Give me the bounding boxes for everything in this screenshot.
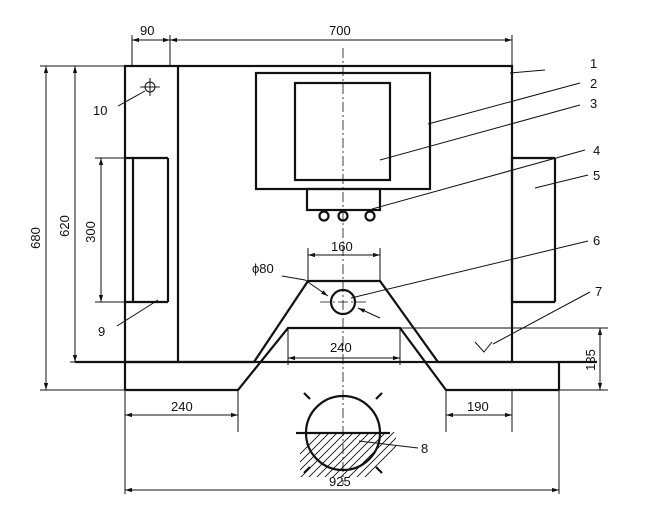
phi80-leader	[281, 275, 329, 297]
dim-700-text: 700	[329, 23, 351, 38]
marker-10	[141, 78, 159, 96]
dim-680-text: 680	[28, 227, 43, 249]
base-profile	[75, 279, 597, 392]
dim-925-text: 925	[329, 474, 351, 489]
outer-wall	[123, 64, 514, 364]
phi80-arrow-right	[357, 307, 381, 319]
level-symbol	[474, 341, 493, 353]
sump	[296, 392, 396, 477]
callout-3: 3	[590, 96, 597, 111]
floor-top-line	[75, 279, 597, 364]
dimension-texts: 90 700 680 620 300 160 ϕ80 240 135 240 1…	[28, 23, 598, 489]
callout-6: 6	[593, 233, 600, 248]
callout-4: 4	[593, 143, 600, 158]
callout-2: 2	[590, 76, 597, 91]
dim-620-text: 620	[57, 215, 72, 237]
callout-numbers: 1 2 3 4 5 6 7 8 9 10	[93, 56, 602, 456]
cabinet-base	[305, 187, 382, 212]
wall-outline	[123, 64, 514, 364]
callout-7: 7	[595, 284, 602, 299]
floor-bottom-line	[125, 326, 559, 392]
window-left	[125, 156, 170, 304]
dim-190-text: 190	[467, 399, 489, 414]
dim-240-mid-text: 240	[330, 340, 352, 355]
callout-9: 9	[98, 324, 105, 339]
callout-8: 8	[421, 441, 428, 456]
callout-10: 10	[93, 103, 107, 118]
wheel-right	[364, 210, 376, 222]
cabinet-panel	[293, 81, 392, 182]
callout-1: 1	[590, 56, 597, 71]
callout-leaders	[116, 69, 591, 449]
callout-5: 5	[593, 168, 600, 183]
dimension-lines	[43, 37, 603, 493]
dim-240-bottom-text: 240	[171, 399, 193, 414]
dim-300-text: 300	[83, 221, 98, 243]
dim-90-text: 90	[140, 23, 154, 38]
window-right	[510, 156, 557, 304]
dim-phi80-text: ϕ80	[252, 261, 274, 276]
dim-160-text: 160	[331, 239, 353, 254]
wheel-left	[318, 210, 330, 222]
dim-135-text: 135	[583, 349, 598, 371]
